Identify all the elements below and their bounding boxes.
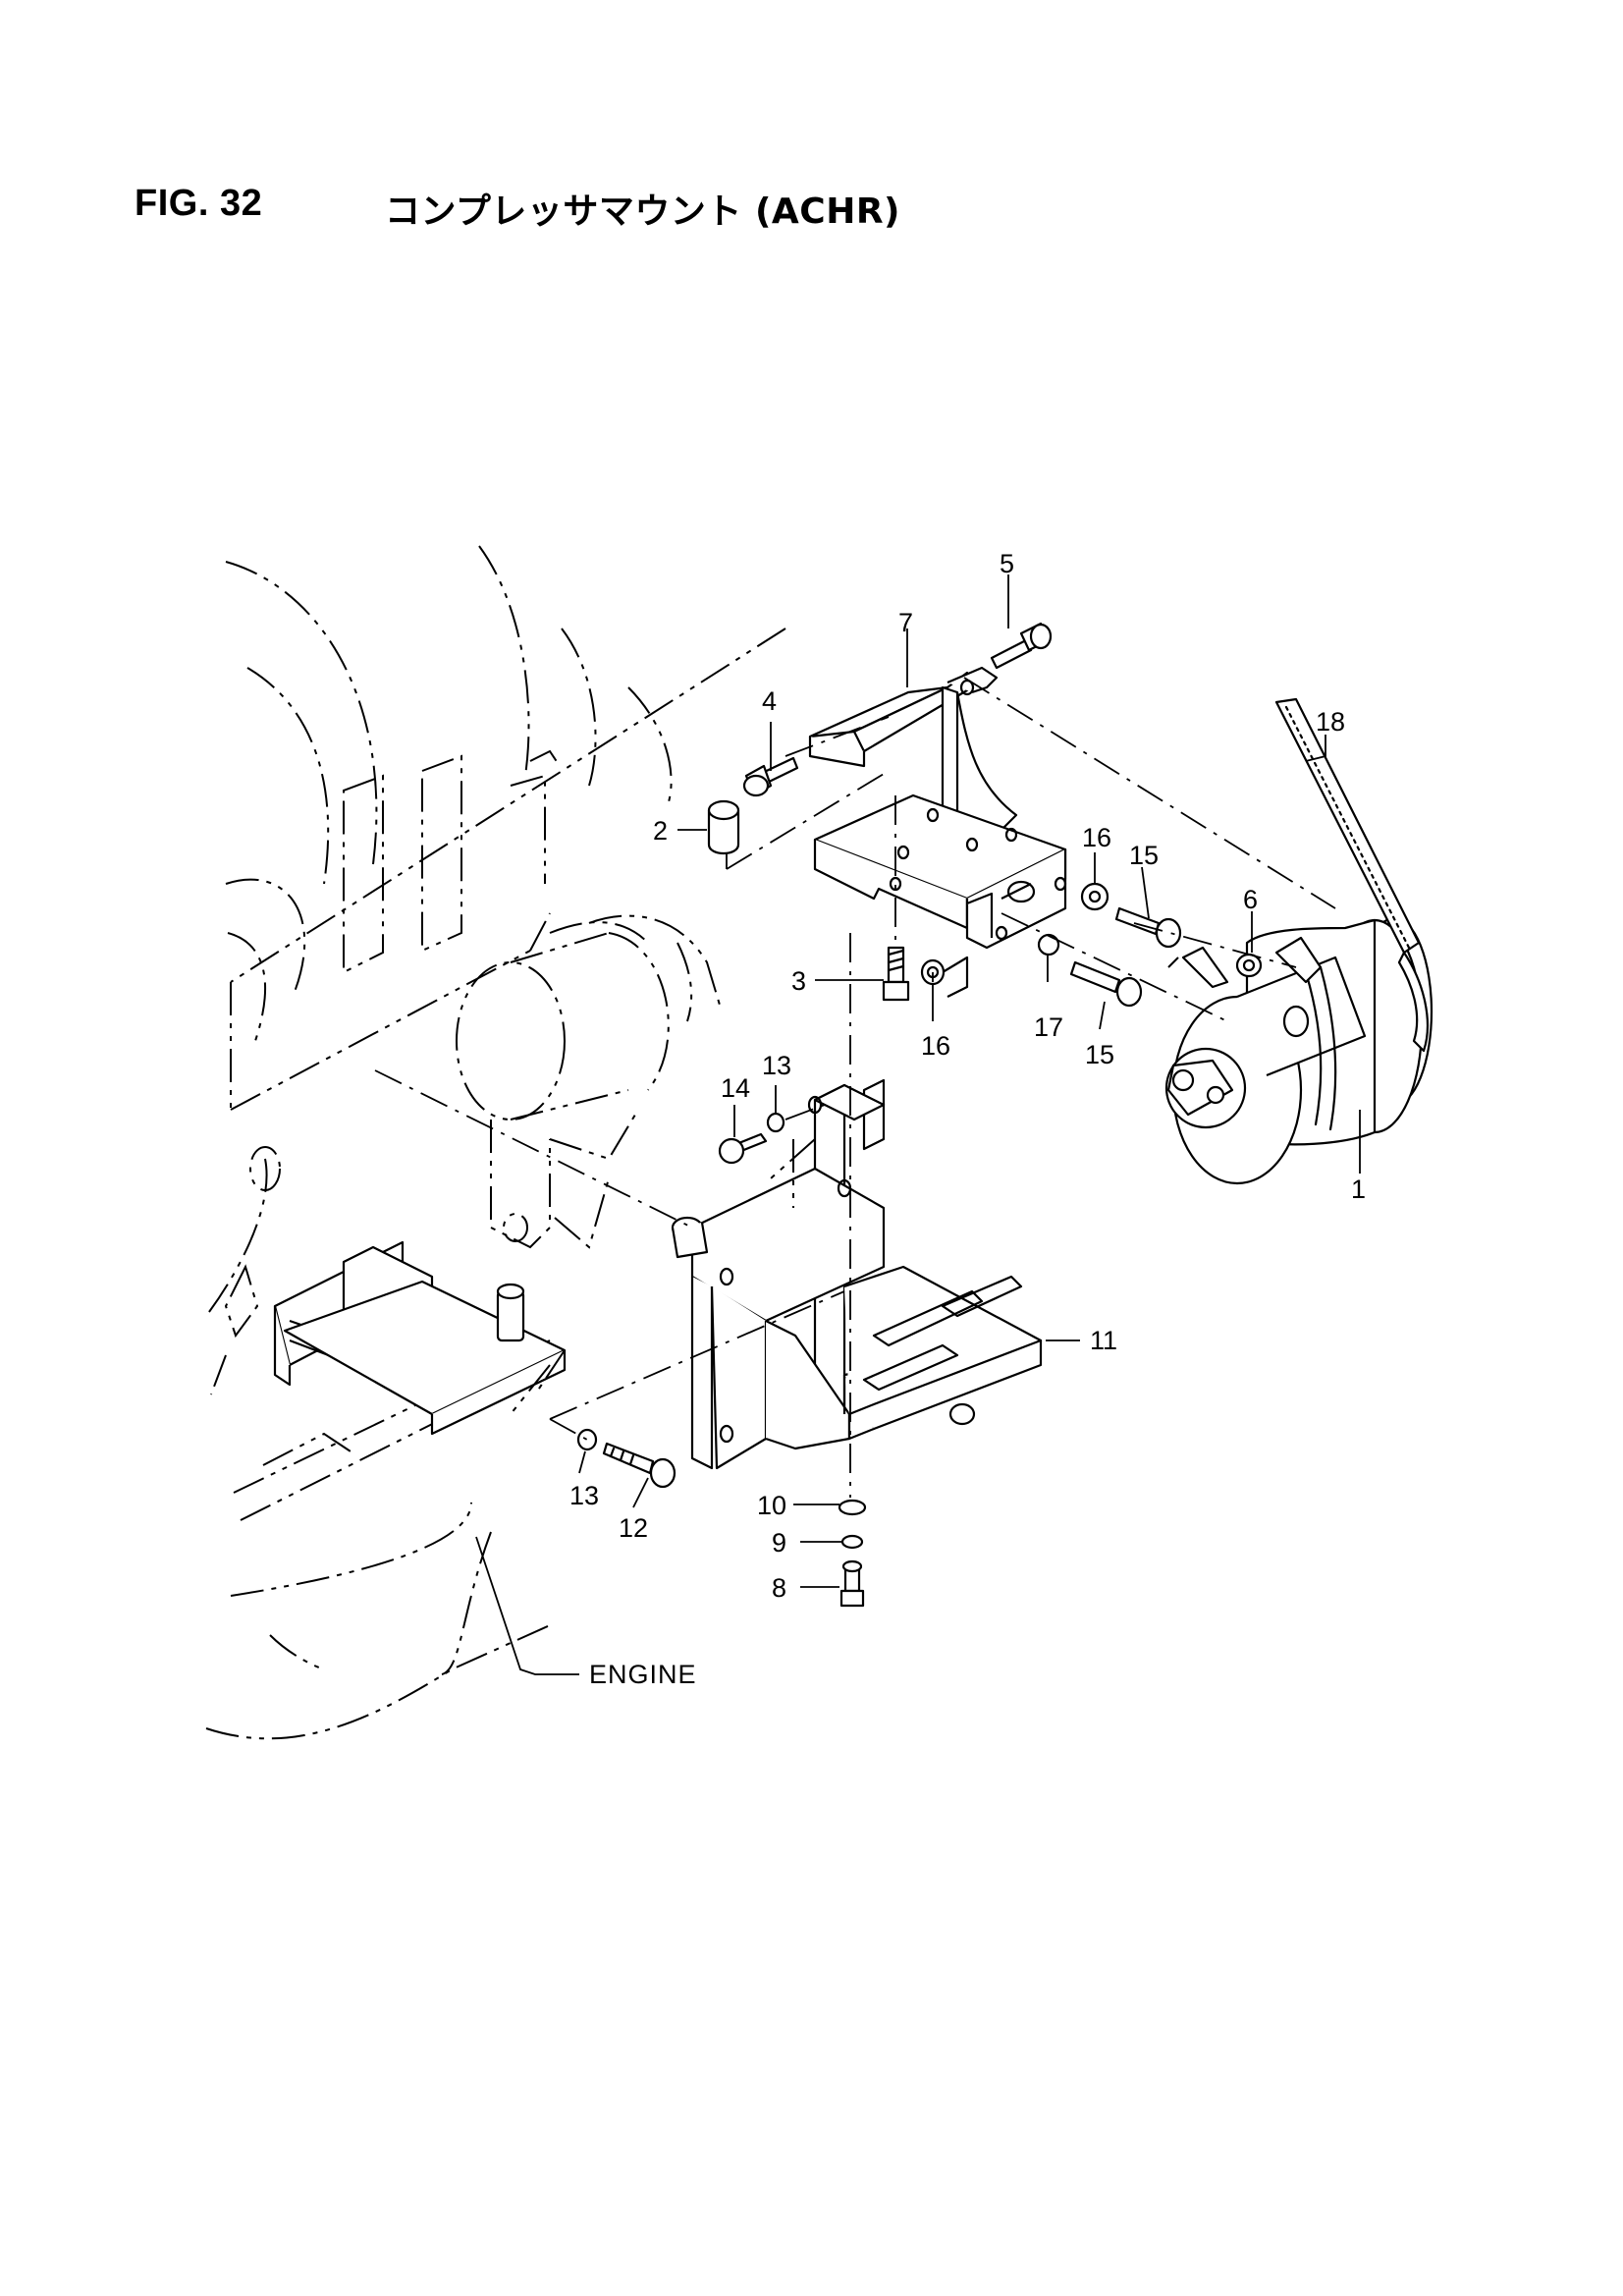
assembly-center-lines xyxy=(374,677,1336,1498)
callout-labels: 1 2 3 4 5 6 7 8 9 10 11 12 13 13 14 15 1… xyxy=(569,549,1366,1689)
callout-5: 5 xyxy=(1000,549,1014,578)
callout-6: 6 xyxy=(1243,885,1258,914)
leader-lines xyxy=(475,574,1361,1675)
part-1-compressor xyxy=(1164,916,1434,1185)
callout-17: 17 xyxy=(1034,1012,1063,1042)
callout-8: 8 xyxy=(772,1573,786,1603)
figure-title: コンプレッサマウント (ACHR) xyxy=(385,191,900,232)
part-11-base-bracket xyxy=(671,1078,1043,1470)
callout-9: 9 xyxy=(772,1528,786,1558)
fasteners xyxy=(576,622,1263,1608)
callout-11: 11 xyxy=(1090,1326,1117,1355)
callout-13-upper: 13 xyxy=(762,1051,791,1080)
callout-12: 12 xyxy=(619,1513,648,1543)
engine-phantom-outline xyxy=(205,545,786,1740)
figure-number: FIG. 32 xyxy=(135,183,263,224)
alternator-phantom xyxy=(456,914,723,1249)
callout-14: 14 xyxy=(721,1073,750,1103)
callout-3: 3 xyxy=(791,966,806,996)
engine-label: ENGINE xyxy=(589,1660,697,1689)
callout-15-lower: 15 xyxy=(1085,1040,1114,1069)
callout-1: 1 xyxy=(1351,1175,1366,1204)
callout-18: 18 xyxy=(1316,707,1345,737)
part-18-belt xyxy=(1274,697,1430,1053)
callout-16-upper: 16 xyxy=(1082,823,1111,852)
callout-16-lower: 16 xyxy=(921,1031,950,1061)
callout-2: 2 xyxy=(653,816,668,846)
callout-10: 10 xyxy=(757,1491,786,1520)
callout-15-upper: 15 xyxy=(1129,841,1159,870)
callout-7: 7 xyxy=(898,608,913,637)
callout-13-lower: 13 xyxy=(569,1481,599,1510)
callout-4: 4 xyxy=(762,686,777,716)
engine-side-bracket xyxy=(273,1240,567,1436)
